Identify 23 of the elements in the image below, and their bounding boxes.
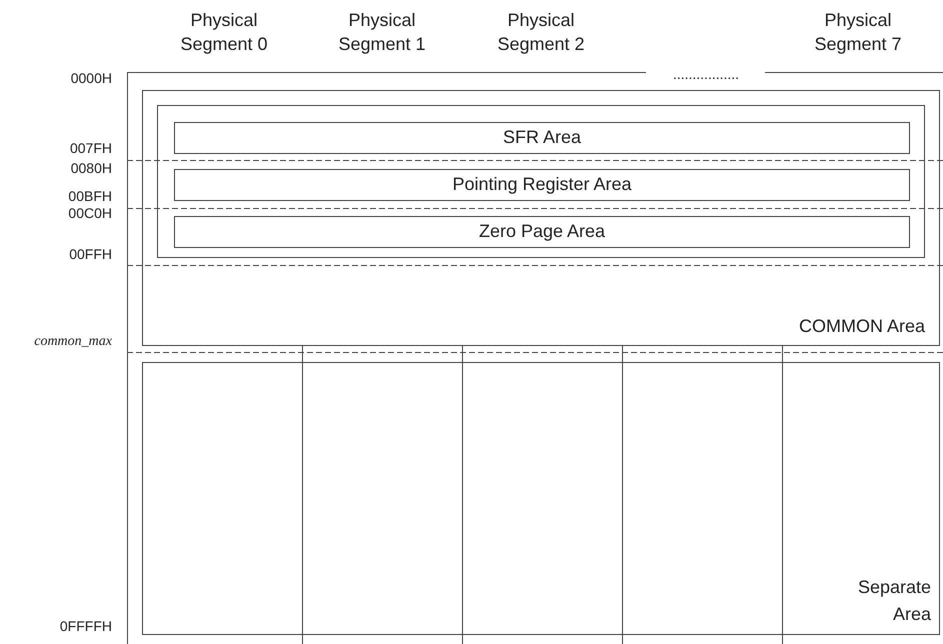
sfr-area-box [174,122,910,154]
address-label: 00BFH [68,188,112,204]
address-label: 007FH [70,140,112,156]
address-label: 00FFH [69,246,112,262]
area-label: Separate Area [856,576,931,626]
segment-header: Physical Segment 2 [496,9,586,56]
register-group-box [157,105,925,258]
segment-header: Physical Segment 7 [813,9,903,56]
pointing-register-area-box [174,169,910,201]
address-label: common_max [34,334,112,350]
address-label: 0000H [70,70,112,86]
zero-page-area-box [174,216,910,248]
segment-header: Physical Segment 1 [337,9,427,56]
separate-area-box [142,362,940,635]
area-label: Zero Page Area [478,221,606,242]
area-label: SFR Area [502,127,582,148]
area-label: Pointing Register Area [451,174,633,195]
segment-header: Physical Segment 0 [179,9,269,56]
address-label: 00C0H [68,205,112,221]
area-label: COMMON Area [798,316,925,337]
address-label: 0080H [70,160,112,176]
address-label: 0FFFFH [60,618,112,634]
common-area-box [142,90,940,346]
